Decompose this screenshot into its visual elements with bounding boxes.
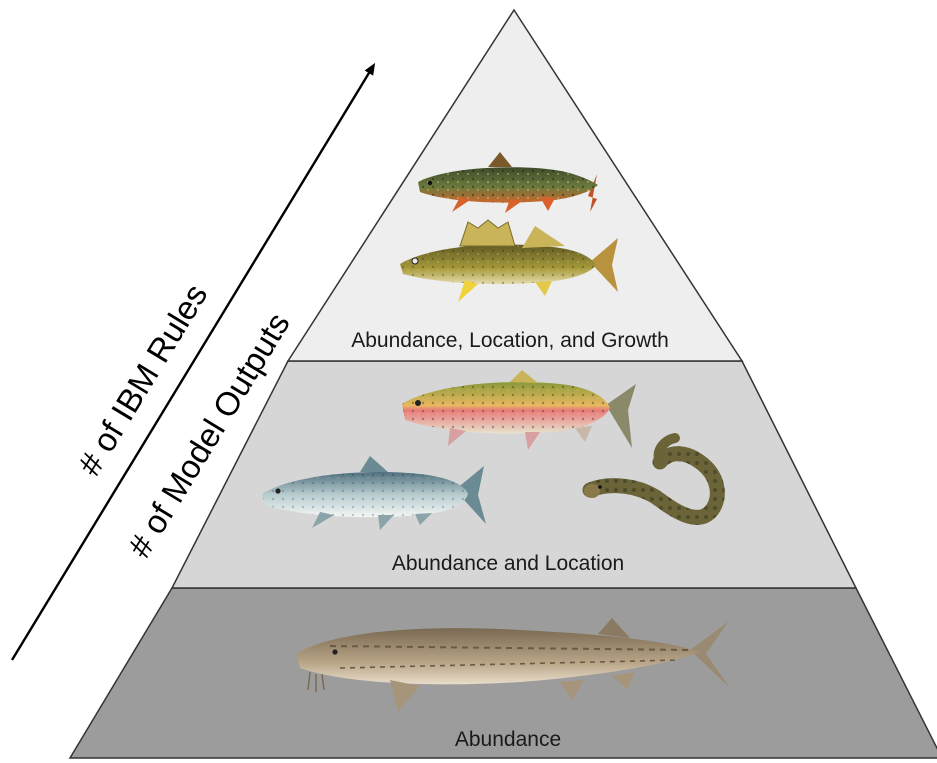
tier-middle-label: Abundance and Location xyxy=(392,552,624,575)
tier-top-label: Abundance, Location, and Growth xyxy=(351,329,669,352)
tier-bottom-label: Abundance xyxy=(455,728,561,751)
